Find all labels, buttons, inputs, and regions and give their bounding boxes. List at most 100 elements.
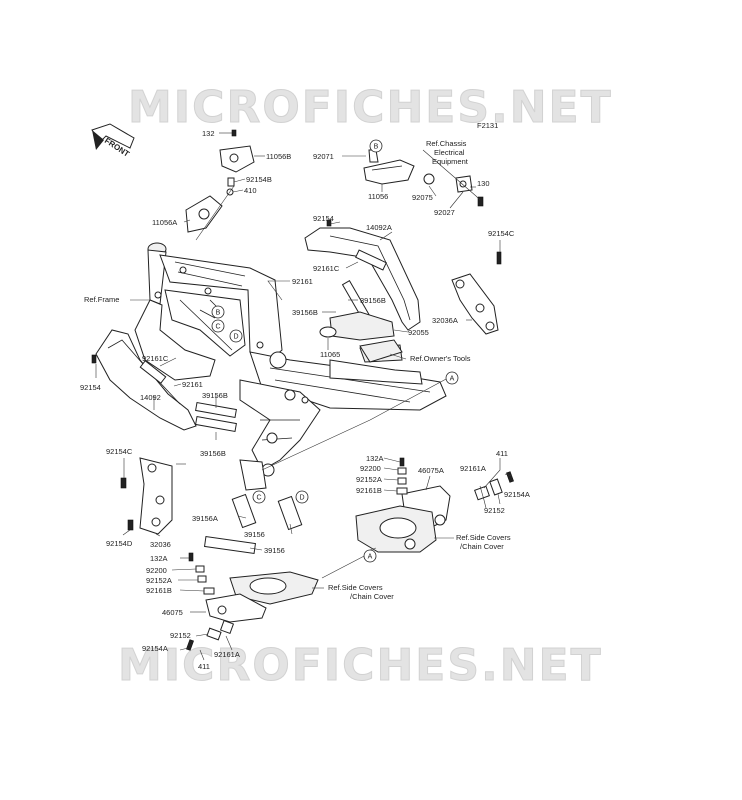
label-92154-top: 92154 [313, 214, 334, 223]
peg-parts-left [186, 619, 235, 651]
pad-92161c-left [139, 360, 167, 384]
label-46075: 46075 [162, 608, 183, 617]
label-39156b-a: 39156B [360, 296, 386, 305]
ref-side-covers-2a: Ref.Side Covers [328, 583, 383, 592]
bracket-32036 [139, 457, 173, 535]
chain-cover-left [229, 571, 319, 605]
svg-text:C: C [256, 495, 261, 502]
pad-39156b-c [195, 402, 237, 418]
collar-92152a-right [397, 477, 407, 485]
bolt-132a-right [399, 457, 405, 467]
label-132a-left: 132A [150, 554, 168, 563]
label-11065: 11065 [320, 350, 340, 359]
collar-92075 [423, 173, 435, 185]
ref-chassis-electrical-3: Equipment [432, 157, 469, 166]
bracket-46075 [205, 593, 267, 623]
label-39156b-b: 39156B [292, 308, 318, 317]
label-410: 410 [244, 186, 257, 195]
collar-92200-right [397, 467, 407, 475]
label-132: 132 [202, 129, 215, 138]
watermark-top: MICROFICHES.NET [128, 82, 613, 133]
bracket-11056 [363, 159, 415, 185]
cover-14092 [95, 329, 197, 431]
frame-assembly [134, 242, 447, 491]
label-32036: 32036 [150, 540, 171, 549]
pad-39156b-d [195, 416, 237, 432]
chain-cover-right [355, 505, 437, 553]
label-92152a-left: 92152A [146, 576, 172, 585]
ref-chassis-electrical-2: Electrical [434, 148, 465, 157]
callout-b-top: B [369, 139, 383, 153]
bracket-92027 [455, 175, 473, 193]
svg-text:D: D [233, 334, 238, 341]
label-92161-left: 92161 [182, 380, 203, 389]
callout-a-cover: A [363, 549, 377, 563]
label-39156b-d: 39156B [200, 449, 226, 458]
label-39156-a: 39156 [244, 530, 265, 539]
svg-text:C: C [215, 324, 220, 331]
label-92200-left: 92200 [146, 566, 167, 575]
label-92161b-right: 92161B [356, 486, 382, 495]
label-130: 130 [477, 179, 490, 188]
svg-text:A: A [368, 554, 373, 561]
label-92152-right: 92152 [484, 506, 505, 515]
label-39156-b: 39156 [264, 546, 285, 555]
label-92154c-left: 92154C [106, 447, 133, 456]
label-92161: 92161 [292, 277, 313, 286]
bracket-11056b [219, 145, 255, 173]
label-92161a-left: 92161A [214, 650, 240, 659]
bracket-11056a [185, 195, 223, 233]
pad-39156-a [277, 495, 303, 531]
bolt-92154c-left [120, 477, 127, 489]
pad-39156-b [203, 536, 257, 554]
bolt-92154-left [91, 354, 97, 364]
watermark-bottom: MICROFICHES.NET [118, 640, 603, 691]
ref-side-covers-2b: /Chain Cover [350, 592, 394, 601]
bolt-92154d [127, 519, 134, 531]
label-39156a: 39156A [192, 514, 218, 523]
damper-92161b-right [396, 487, 408, 495]
label-132a-right: 132A [366, 454, 384, 463]
label-14092: 14092 [140, 393, 161, 402]
label-11056: 11056 [368, 192, 388, 201]
label-46075a: 46075A [418, 466, 444, 475]
label-411-left: 411 [198, 662, 210, 671]
label-92154a-left: 92154A [142, 644, 168, 653]
label-92161c-top: 92161C [313, 264, 340, 273]
svg-text:B: B [216, 310, 221, 317]
bolt-130 [477, 196, 484, 207]
label-92161a-right: 92161A [460, 464, 486, 473]
pad-39156a [231, 493, 257, 529]
bolt-132 [231, 129, 237, 137]
label-92027: 92027 [434, 208, 455, 217]
svg-text:D: D [299, 495, 304, 502]
bracket-92055 [329, 311, 395, 341]
bolt-132a-left [188, 552, 194, 562]
ref-chassis-electrical-1: Ref.Chassis [426, 139, 467, 148]
label-92154a-right: 92154A [504, 490, 530, 499]
grommet-11065 [319, 326, 337, 338]
ref-frame: Ref.Frame [84, 295, 119, 304]
bolt-92154-top [326, 219, 332, 227]
callout-c-frame: C [211, 319, 225, 333]
callout-c-pad: C [252, 490, 266, 504]
bracket-32036a [451, 273, 499, 335]
svg-text:A: A [450, 376, 455, 383]
pad-92161c [355, 249, 387, 271]
part-labels: 132 11056B 92154B 410 11056A 92071 11056… [80, 129, 530, 671]
label-92075: 92075 [412, 193, 433, 202]
callout-d-pad: D [295, 490, 309, 504]
figure-code: F2131 [477, 121, 498, 130]
bolt-92154c-right [496, 251, 502, 265]
label-92154d: 92154D [106, 539, 133, 548]
ref-side-covers-1a: Ref.Side Covers [456, 533, 511, 542]
collar-92154b [227, 177, 235, 187]
ref-owners-tools: Ref.Owner's Tools [410, 354, 471, 363]
svg-text:B: B [374, 144, 379, 151]
label-32036a: 32036A [432, 316, 458, 325]
label-92152-left: 92152 [170, 631, 191, 640]
label-92154c-right: 92154C [488, 229, 515, 238]
label-92154-left: 92154 [80, 383, 101, 392]
collar-92200-left [195, 565, 205, 573]
